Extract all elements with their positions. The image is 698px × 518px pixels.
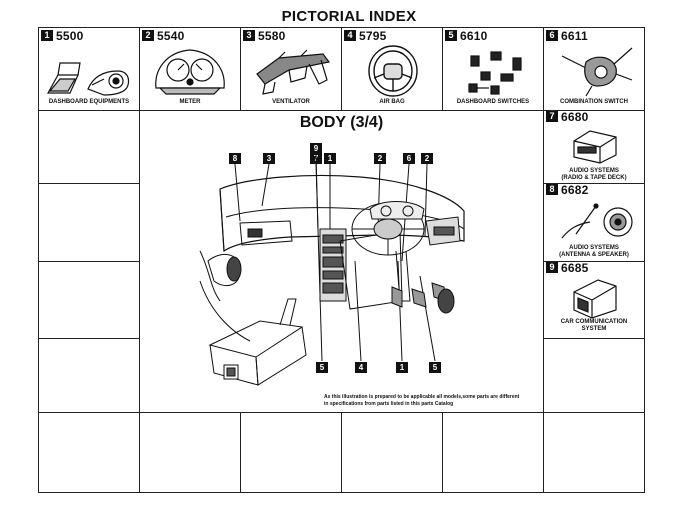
empty-cell (544, 413, 644, 492)
empty-cell (39, 262, 139, 338)
section-title: BODY (3/4) (299, 114, 384, 131)
cell-number-badge: 8 (546, 184, 558, 195)
empty-cell (39, 111, 139, 183)
part-code: 5500 (56, 29, 84, 43)
cell-caption: DASHBOARD EQUIPMENTS (48, 99, 130, 105)
cell-caption: VENTILATOR (272, 99, 310, 105)
part-code: 5795 (359, 29, 387, 43)
callout-6[interactable]: 6 (403, 153, 415, 164)
callout-2b[interactable]: 2 (421, 153, 433, 164)
meter-icon (155, 49, 225, 95)
part-code: 5540 (157, 29, 185, 43)
combination-switch-icon (561, 47, 633, 97)
part-code: 5580 (258, 29, 286, 43)
empty-cell (39, 339, 139, 412)
cell-caption: AUDIO SYSTEMS (ANTENNA & SPEAKER) (544, 245, 644, 259)
callout-3[interactable]: 3 (263, 153, 275, 164)
cell-caption: CAR COMMUNICATION SYSTEM (544, 319, 644, 333)
cell-caption: COMBINATION SWITCH (560, 99, 628, 105)
part-code: 6685 (561, 261, 589, 275)
callout-1b[interactable]: 1 (396, 362, 408, 373)
index-cell-6611[interactable]: 6 6611 COMBINATION SWITCH (544, 28, 644, 110)
empty-cell (140, 413, 240, 492)
cell-number-badge: 5 (445, 30, 457, 41)
callout-4[interactable]: 4 (355, 362, 367, 373)
disclaimer-note: As this illustration is prepared to be a… (324, 394, 542, 407)
callout-1[interactable]: 1 (324, 153, 336, 164)
index-cell-5795[interactable]: 4 5795 AIR BAG (342, 28, 442, 110)
cell-number-badge: 1 (41, 30, 53, 41)
index-cell-5500[interactable]: 1 5500 DASHBOARD EQUIPMENTS (39, 28, 139, 110)
index-cell-6682[interactable]: 8 6682 AUDIO SYSTEMS (ANTENNA & SPEAKER) (544, 183, 644, 261)
empty-cell (342, 413, 442, 492)
radio-icon (573, 130, 617, 164)
empty-cell (544, 339, 644, 412)
cell-caption: AIR BAG (379, 99, 405, 105)
index-cell-6685[interactable]: 9 6685 CAR COMMUNICATION SYSTEM (544, 261, 644, 338)
dashboard-equipment-icon (46, 62, 130, 96)
empty-cell (39, 413, 139, 492)
index-cell-5540[interactable]: 2 5540 METER (140, 28, 240, 110)
part-code: 6682 (561, 183, 589, 197)
note-line: As this illustration is prepared to be a… (324, 394, 520, 400)
callout-2[interactable]: 2 (374, 153, 386, 164)
caption-line: CAR COMMUNICATION (560, 319, 628, 325)
note-line: in specifications from parts listed in t… (324, 400, 454, 407)
cell-number-badge: 7 (546, 111, 558, 122)
index-cell-6610[interactable]: 5 6610 DASHBOARD SWITCHES (443, 28, 543, 110)
cell-number-badge: 6 (546, 30, 558, 41)
ventilator-icon (256, 49, 331, 95)
cell-number-badge: 4 (344, 30, 356, 41)
caption-line: AUDIO SYSTEMS (569, 168, 619, 174)
part-code: 6610 (460, 29, 488, 43)
index-cell-6680[interactable]: 7 6680 AUDIO SYSTEMS (RADIO & TAPE DECK) (544, 110, 644, 183)
callout-5b[interactable]: 5 (429, 362, 441, 373)
cell-caption: DASHBOARD SWITCHES (456, 99, 530, 105)
body-illustration-panel: BODY (3/4) 9 8 3 7 1 2 6 2 5 4 1 5 (140, 111, 543, 412)
switches-icon (468, 51, 522, 95)
callout-8[interactable]: 8 (229, 153, 241, 164)
cell-caption: AUDIO SYSTEMS (RADIO & TAPE DECK) (544, 168, 644, 182)
callout-5[interactable]: 5 (316, 362, 328, 373)
part-code: 6611 (561, 29, 588, 43)
speaker-icon (561, 203, 633, 239)
callout-9[interactable]: 9 (310, 143, 322, 154)
empty-cell (39, 184, 139, 261)
page-title: PICTORIAL INDEX (281, 8, 417, 25)
cell-number-badge: 9 (546, 262, 558, 273)
part-code: 6680 (561, 110, 589, 124)
dashboard-illustration (199, 153, 465, 386)
caption-line: (RADIO & TAPE DECK) (561, 175, 627, 181)
cell-number-badge: 2 (142, 30, 154, 41)
caption-line: (ANTENNA & SPEAKER) (559, 252, 629, 258)
caption-line: SYSTEM (581, 326, 607, 332)
index-cell-5580[interactable]: 3 5580 VENTILATOR (241, 28, 341, 110)
car-communication-icon (573, 279, 617, 319)
steering-wheel-icon (368, 45, 418, 97)
empty-cell (443, 413, 543, 492)
caption-line: AUDIO SYSTEMS (569, 245, 619, 251)
cell-number-badge: 3 (243, 30, 255, 41)
cell-caption: METER (179, 99, 201, 105)
empty-cell (241, 413, 341, 492)
